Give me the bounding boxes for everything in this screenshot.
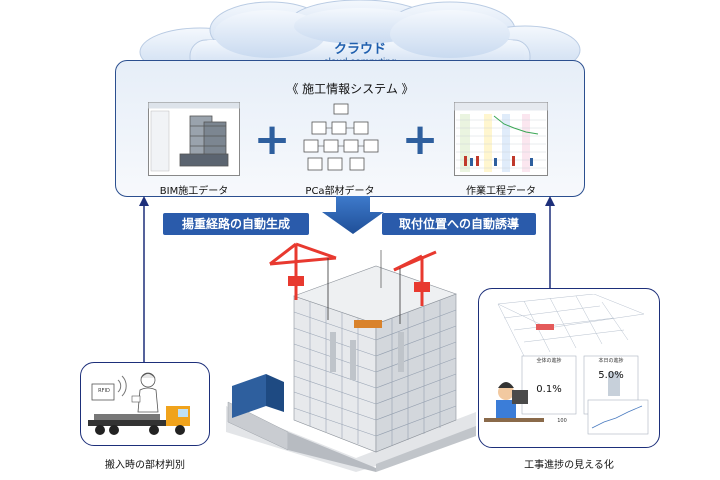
progress-dashboard-illustration xyxy=(484,294,649,435)
up-arrow-left xyxy=(139,196,149,364)
ribbon-auto-route: 揚重経路の自動生成 xyxy=(163,213,309,235)
overall-progress-title: 全体の進捗 xyxy=(536,358,562,364)
right-caption: 工事進捗の見える化 xyxy=(524,460,614,471)
pca-components-icon xyxy=(303,103,379,171)
bim-model-icon xyxy=(148,102,240,176)
today-progress-value: 5.0% xyxy=(598,370,624,381)
panel-label-bim: BIM施工データ xyxy=(159,186,229,197)
panel-label-pca: PCa部材データ xyxy=(305,186,375,197)
overall-progress-value: 0.1% xyxy=(536,384,562,395)
system-title: 《 施工情報システム 》 xyxy=(286,82,414,96)
down-arrow-icon xyxy=(322,196,384,234)
construction-building-illustration xyxy=(226,242,476,472)
rfid-truck-illustration xyxy=(88,372,190,435)
small-count-value: 100 xyxy=(557,418,567,424)
today-progress-title: 本日の進捗 xyxy=(598,358,624,364)
schedule-chart-icon xyxy=(454,102,548,176)
rfid-label: RFID xyxy=(98,388,110,394)
plus-icon: + xyxy=(253,114,291,165)
plus-icon: + xyxy=(401,114,439,165)
panel-label-schedule: 作業工程データ xyxy=(466,186,536,197)
cloud-title: クラウド xyxy=(333,42,386,57)
up-arrow-right xyxy=(545,196,555,292)
left-caption: 搬入時の部材判別 xyxy=(105,460,185,471)
ribbon-auto-guidance: 取付位置への自動誘導 xyxy=(382,213,536,235)
